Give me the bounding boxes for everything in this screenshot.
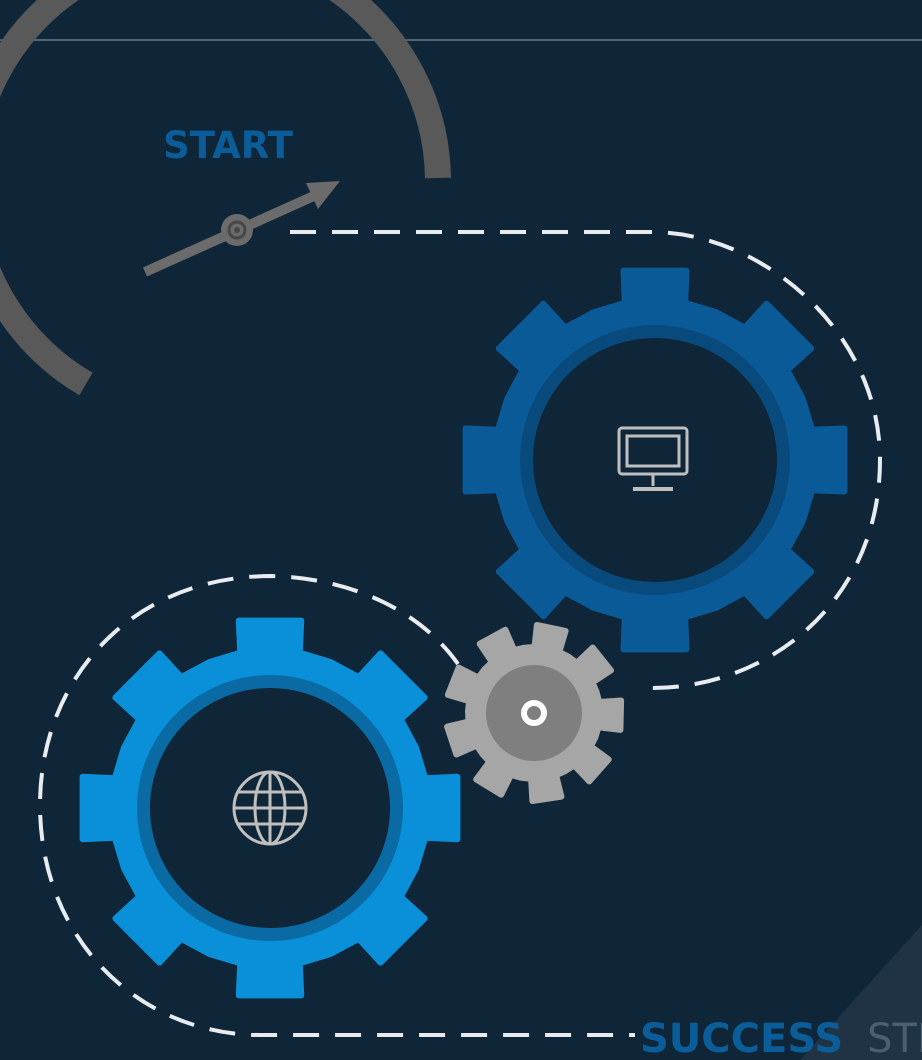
globe-icon (232, 770, 308, 846)
footer-primary: SUCCESS (640, 1016, 843, 1060)
start-label: START (163, 124, 293, 167)
upper-dashed-path (290, 230, 883, 690)
footer-secondary: STEP (867, 1016, 922, 1060)
gear-small-gray (444, 622, 625, 804)
gauge-arc (0, 0, 451, 396)
footer-title: SUCCESS STEP (640, 1016, 922, 1060)
corner-accent (800, 925, 922, 1060)
gear-upper-blue (462, 267, 848, 653)
lower-dashed-path (37, 573, 635, 1037)
gauge-needle (142, 181, 340, 277)
monitor-icon (617, 426, 689, 491)
